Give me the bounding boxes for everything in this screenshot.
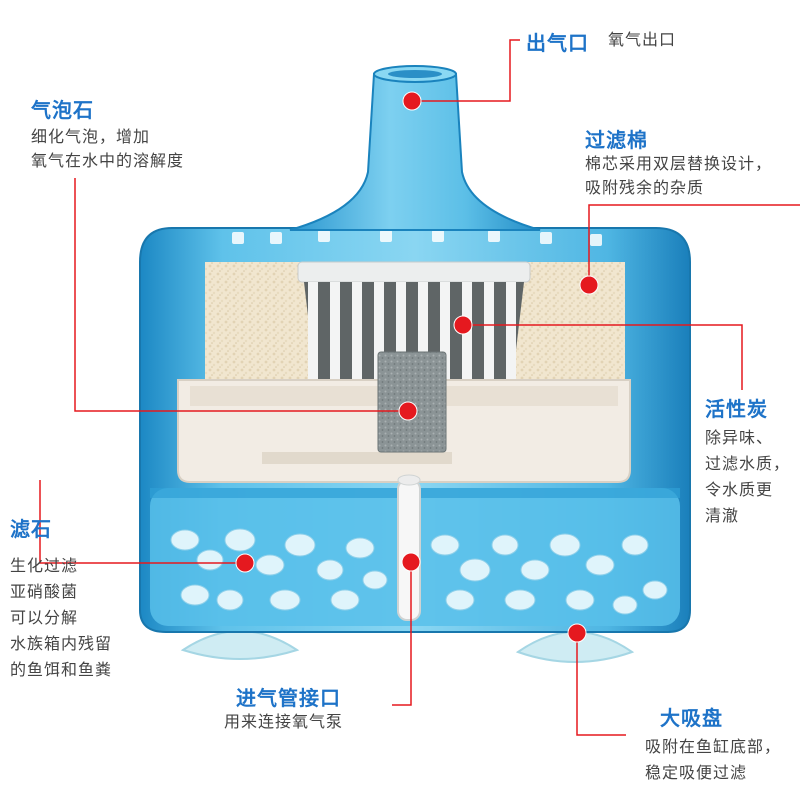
airstone-title: 气泡石 bbox=[31, 98, 94, 122]
cotton-desc-line: 吸附残余的杂质 bbox=[585, 178, 705, 197]
airstone-desc-line: 细化气泡，增加 bbox=[31, 127, 151, 146]
sucker-desc-line: 稳定吸便过滤 bbox=[645, 763, 748, 782]
carbon-desc-line: 过滤水质， bbox=[705, 454, 791, 473]
marker-stones bbox=[235, 553, 255, 573]
airstone-desc-line: 氧气在水中的溶解度 bbox=[31, 151, 185, 170]
inlet-title: 进气管接口 bbox=[236, 686, 341, 710]
carbon-desc-line: 清澈 bbox=[705, 506, 740, 525]
stones-desc-line: 亚硝酸菌 bbox=[10, 582, 79, 601]
outlet-cone bbox=[289, 65, 541, 231]
carbon-title: 活性炭 bbox=[705, 397, 768, 421]
cotton-title: 过滤棉 bbox=[585, 128, 648, 152]
stones-desc-line: 水族箱内残留 bbox=[10, 634, 113, 653]
sucker-desc-line: 吸附在鱼缸底部， bbox=[645, 737, 782, 756]
marker-outlet bbox=[402, 91, 422, 111]
marker-cotton bbox=[579, 275, 599, 295]
carbon-desc-line: 除异味、 bbox=[705, 428, 774, 447]
marker-inlet bbox=[401, 552, 421, 572]
cotton-desc-line: 棉芯采用双层替换设计， bbox=[585, 154, 773, 173]
outlet-desc: 氧气出口 bbox=[608, 28, 676, 52]
stones-desc-line: 生化过滤 bbox=[10, 556, 79, 575]
marker-airstone bbox=[398, 401, 418, 421]
outlet-title: 出气口 bbox=[526, 31, 589, 55]
leader-lines bbox=[39, 39, 800, 736]
stones-desc: 生化过滤 亚硝酸菌 可以分解 水族箱内残留 的鱼饵和鱼粪 bbox=[10, 553, 112, 683]
inlet-desc: 用来连接氧气泵 bbox=[224, 710, 343, 734]
outlet-desc-line: 氧气出口 bbox=[608, 30, 677, 49]
airstone-desc: 细化气泡，增加 氧气在水中的溶解度 bbox=[31, 125, 184, 173]
air-stone bbox=[377, 351, 447, 453]
stones-desc-line: 的鱼饵和鱼粪 bbox=[10, 660, 113, 679]
sucker-title: 大吸盘 bbox=[660, 706, 723, 730]
filter-stones bbox=[170, 528, 668, 615]
carbon-desc-line: 令水质更 bbox=[705, 480, 774, 499]
stones-desc-line: 可以分解 bbox=[10, 608, 79, 627]
carbon-cage bbox=[297, 261, 531, 384]
cotton-desc: 棉芯采用双层替换设计， 吸附残余的杂质 bbox=[585, 152, 772, 200]
marker-carbon bbox=[453, 315, 473, 335]
sucker-desc: 吸附在鱼缸底部， 稳定吸便过滤 bbox=[645, 734, 781, 786]
carbon-desc: 除异味、 过滤水质， 令水质更 清澈 bbox=[705, 425, 790, 529]
marker-sucker bbox=[567, 623, 587, 643]
inlet-desc-line: 用来连接氧气泵 bbox=[224, 712, 344, 731]
air-inlet-tube bbox=[397, 474, 421, 621]
stones-title: 滤石 bbox=[10, 517, 52, 541]
